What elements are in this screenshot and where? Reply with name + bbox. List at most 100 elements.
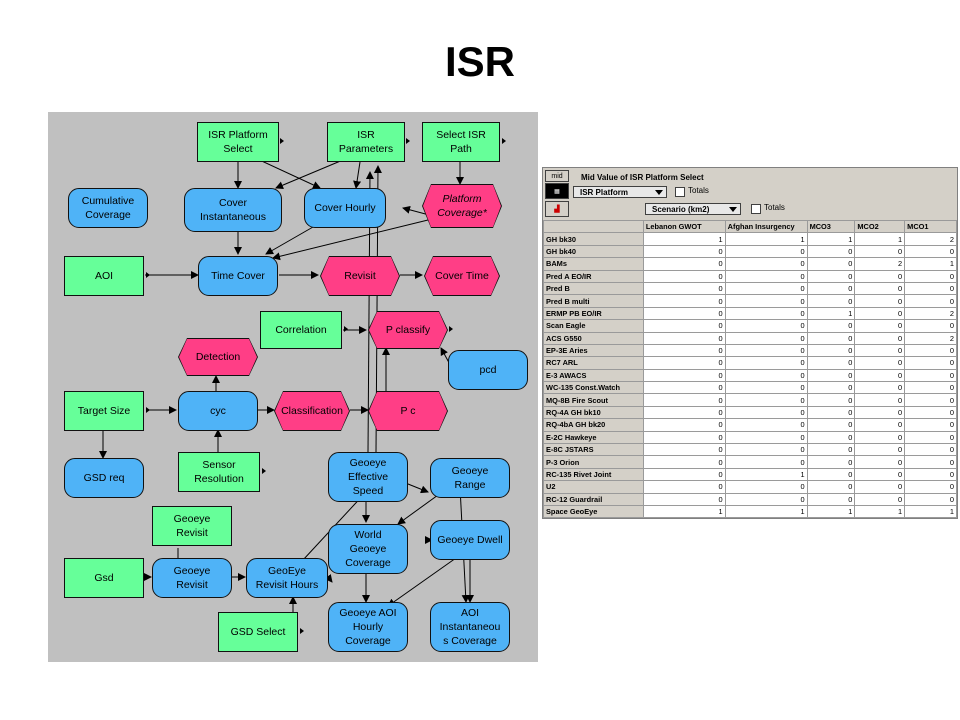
table-cell[interactable]: 0 (904, 455, 957, 469)
table-cell[interactable]: 0 (854, 443, 906, 457)
table-cell[interactable]: 1 (904, 257, 957, 271)
table-cell[interactable]: 2 (904, 306, 957, 321)
table-cell[interactable]: 2 (854, 257, 906, 271)
table-cell[interactable]: 0 (806, 443, 856, 457)
table-cell[interactable]: 0 (854, 492, 906, 507)
cyc-node[interactable]: cyc (178, 391, 258, 431)
row-header[interactable]: WC-135 Const.Watch (543, 381, 644, 395)
table-cell[interactable]: 0 (642, 306, 726, 321)
isr-parameters-node[interactable]: ISR Parameters (327, 122, 405, 162)
table-cell[interactable]: 0 (806, 455, 856, 469)
world-geoeye-coverage-node[interactable]: World Geoeye Coverage (328, 524, 408, 574)
table-cell[interactable]: 0 (724, 443, 808, 457)
column-dimension-select[interactable]: Scenario (km2) (645, 203, 741, 215)
column-header[interactable]: Lebanon GWOT (642, 219, 726, 234)
row-header[interactable]: P-3 Orion (543, 455, 644, 469)
table-cell[interactable]: 0 (854, 418, 906, 432)
aoi-node[interactable]: AOI (64, 256, 144, 296)
table-cell[interactable]: 0 (806, 356, 856, 370)
table-cell[interactable]: 0 (904, 281, 957, 296)
table-cell[interactable]: 0 (724, 257, 808, 271)
table-cell[interactable]: 0 (806, 480, 856, 494)
table-cell[interactable]: 1 (806, 306, 856, 321)
row-header[interactable]: Scan Eagle (543, 319, 644, 333)
table-cell[interactable]: 0 (724, 343, 808, 358)
row-header[interactable]: MQ-8B Fire Scout (543, 393, 644, 407)
table-cell[interactable]: 0 (806, 257, 856, 271)
table-cell[interactable]: 1 (904, 504, 957, 519)
table-cell[interactable]: 1 (806, 504, 856, 519)
table-cell[interactable]: 2 (904, 331, 957, 345)
table-cell[interactable]: 0 (854, 381, 906, 395)
table-cell[interactable]: 0 (806, 294, 856, 308)
row-header[interactable]: RC7 ARL (543, 356, 644, 370)
row-header[interactable]: RQ-4A GH bk10 (543, 405, 644, 420)
row-header[interactable]: E-8C JSTARS (543, 443, 644, 457)
column-totals-checkbox[interactable] (751, 204, 761, 214)
table-cell[interactable]: 0 (642, 244, 726, 259)
table-cell[interactable]: 0 (854, 269, 906, 283)
table-cell[interactable]: 0 (904, 319, 957, 333)
table-cell[interactable]: 1 (724, 467, 808, 482)
column-header[interactable]: MCO1 (904, 219, 957, 234)
table-cell[interactable]: 0 (854, 467, 906, 482)
table-cell[interactable]: 0 (854, 306, 906, 321)
table-cell[interactable]: 0 (724, 492, 808, 507)
row-header[interactable]: ACS G550 (543, 331, 644, 345)
table-cell[interactable]: 0 (724, 368, 808, 383)
table-cell[interactable]: 0 (904, 480, 957, 494)
row-header[interactable]: GH bk30 (543, 232, 644, 246)
select-isr-path-node[interactable]: Select ISR Path (422, 122, 500, 162)
row-header[interactable]: U2 (543, 480, 644, 494)
table-view-icon[interactable]: ▦ (545, 183, 569, 199)
table-cell[interactable]: 0 (806, 244, 856, 259)
table-cell[interactable]: 0 (724, 381, 808, 395)
table-cell[interactable]: 0 (904, 244, 957, 259)
table-cell[interactable]: 0 (854, 281, 906, 296)
aoi-instantaneous-coverage-node[interactable]: AOI Instantaneou s Coverage (430, 602, 510, 652)
table-cell[interactable]: 0 (806, 430, 856, 445)
isr-platform-select-node[interactable]: ISR Platform Select (197, 122, 279, 162)
table-cell[interactable]: 0 (854, 319, 906, 333)
table-cell[interactable]: 0 (642, 405, 726, 420)
table-cell[interactable]: 1 (642, 504, 726, 519)
table-cell[interactable]: 0 (724, 418, 808, 432)
table-cell[interactable]: 0 (642, 257, 726, 271)
gsd-node[interactable]: Gsd (64, 558, 144, 598)
table-cell[interactable]: 0 (724, 331, 808, 345)
table-cell[interactable]: 0 (642, 356, 726, 370)
table-cell[interactable]: 0 (854, 331, 906, 345)
table-cell[interactable]: 0 (642, 368, 726, 383)
detection-node[interactable]: Detection (178, 338, 258, 376)
table-cell[interactable]: 0 (806, 343, 856, 358)
table-cell[interactable]: 0 (854, 244, 906, 259)
column-header[interactable]: MCO3 (806, 219, 856, 234)
table-cell[interactable]: 0 (642, 480, 726, 494)
table-cell[interactable]: 0 (642, 492, 726, 507)
table-cell[interactable]: 0 (642, 319, 726, 333)
table-cell[interactable]: 0 (904, 294, 957, 308)
table-cell[interactable]: 0 (642, 343, 726, 358)
geoeye-effective-speed-node[interactable]: Geoeye Effective Speed (328, 452, 408, 502)
geoeye-revisit-node[interactable]: Geoeye Revisit (152, 558, 232, 598)
platform-coverage-node[interactable]: Platform Coverage* (422, 184, 502, 228)
table-cell[interactable]: 0 (806, 368, 856, 383)
row-header[interactable]: ERMP PB EO/IR (543, 306, 644, 321)
table-cell[interactable]: 0 (854, 455, 906, 469)
geoeye-range-node[interactable]: Geoeye Range (430, 458, 510, 498)
table-cell[interactable]: 0 (854, 405, 906, 420)
table-cell[interactable]: 0 (806, 418, 856, 432)
table-cell[interactable]: 0 (854, 294, 906, 308)
pcd-node[interactable]: pcd (448, 350, 528, 390)
row-header[interactable]: RC-135 Rivet Joint (543, 467, 644, 482)
table-cell[interactable]: 0 (806, 269, 856, 283)
table-cell[interactable]: 0 (724, 356, 808, 370)
classification-node[interactable]: Classification (274, 391, 350, 431)
table-cell[interactable]: 0 (724, 244, 808, 259)
geoeye-aoi-hourly-coverage-node[interactable]: Geoeye AOI Hourly Coverage (328, 602, 408, 652)
row-header[interactable]: BAMs (543, 257, 644, 271)
table-cell[interactable]: 1 (854, 504, 906, 519)
table-cell[interactable]: 0 (642, 443, 726, 457)
row-totals-checkbox[interactable] (675, 187, 685, 197)
geoeye-dwell-node[interactable]: Geoeye Dwell (430, 520, 510, 560)
